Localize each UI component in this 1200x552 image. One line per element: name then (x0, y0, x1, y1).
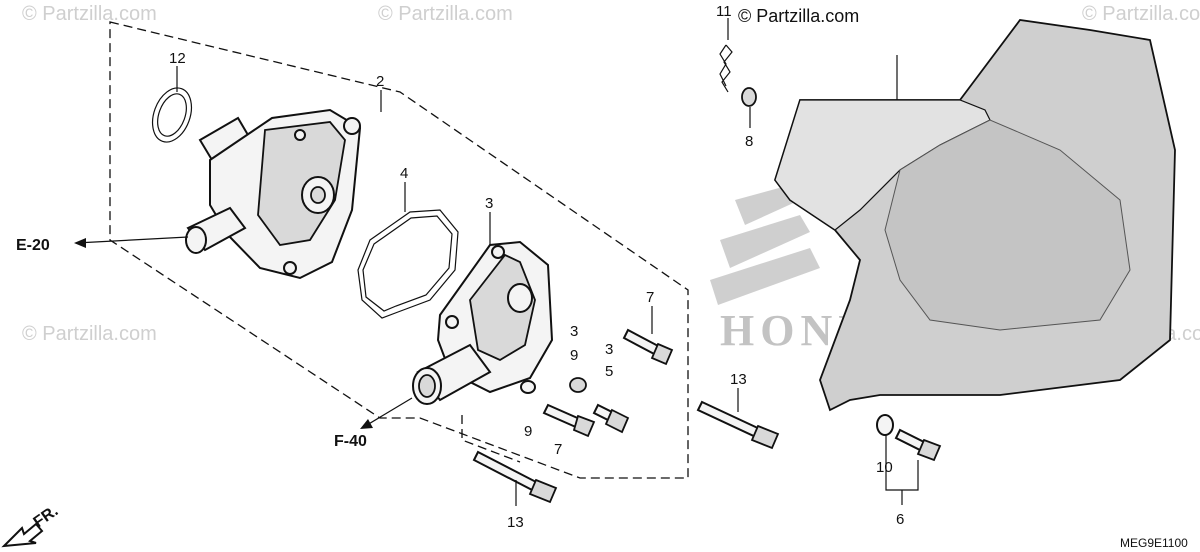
gasket (357, 209, 459, 319)
bolt (622, 328, 674, 366)
callout-10: 10 (876, 459, 893, 476)
bolt-long (472, 450, 558, 504)
water-pump-assembly (185, 108, 362, 280)
callout-13: 13 (730, 371, 747, 388)
callout-2: 2 (376, 73, 384, 90)
washer (741, 87, 757, 107)
leader-lines (176, 18, 919, 506)
bolt-with-washer (876, 414, 942, 462)
gasket-inner (362, 215, 453, 312)
watermark: © Partzilla.com (378, 3, 513, 25)
callout-11: 11 (716, 3, 732, 20)
clip (719, 44, 733, 93)
callout-9: 9 (570, 347, 578, 364)
o-ring (151, 87, 193, 143)
ref-label-e20: E-20 (16, 237, 50, 254)
ref-label-f40: F-40 (334, 433, 367, 450)
o-ring-inner (157, 93, 187, 137)
ref-arrow-f40 (360, 397, 413, 429)
bolt (542, 403, 596, 438)
washer (569, 377, 587, 393)
washer (520, 380, 536, 394)
assembly-box-housing (461, 415, 521, 463)
callout-6: 6 (896, 511, 904, 528)
callout-4: 4 (400, 165, 408, 182)
diagram-code: MEG9E1100 (1120, 536, 1188, 550)
callout-3: 3 (605, 341, 613, 358)
watermark: © Partzilla.com (1082, 3, 1200, 25)
bolt-long (696, 400, 780, 450)
front-arrow-icon: FR. (1, 503, 61, 548)
watermark: © Partzilla.com (22, 323, 157, 345)
callout-3: 3 (570, 323, 578, 340)
callout-13: 13 (507, 514, 524, 531)
callout-8: 8 (745, 133, 753, 150)
cover (774, 19, 1176, 412)
callout-5: 5 (605, 363, 613, 380)
callout-12: 12 (169, 50, 186, 67)
watermark: © Partzilla.com (22, 3, 157, 25)
water-pump-housing (412, 240, 554, 405)
bolt (592, 403, 630, 434)
assembly-box-pump (109, 21, 689, 479)
callout-7: 7 (554, 441, 562, 458)
site-label: © Partzilla.com (738, 6, 859, 26)
callout-7: 7 (646, 289, 654, 306)
watermarks: © Partzilla.com © Partzilla.com © Partzi… (22, 3, 1200, 345)
callout-3: 3 (485, 195, 493, 212)
ref-arrow-e20 (74, 236, 189, 248)
callout-9: 9 (524, 423, 532, 440)
